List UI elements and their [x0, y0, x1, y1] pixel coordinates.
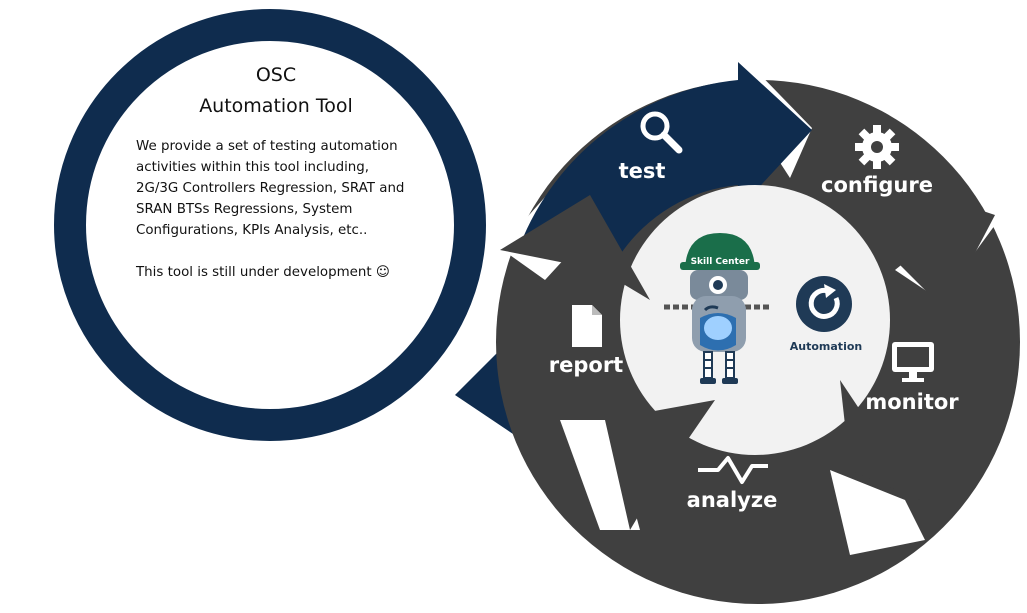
- panel-title-line2: Automation Tool: [199, 95, 353, 117]
- description-panel: OSC Automation Tool We provide a set of …: [136, 60, 436, 283]
- refresh-icon: [796, 276, 852, 332]
- cycle-step-label-analyze: analyze: [687, 488, 778, 512]
- configure-arrowhead: [900, 200, 995, 310]
- hub-automation-label: Automation: [790, 340, 862, 353]
- dev-note-text: This tool is still under development: [136, 265, 372, 280]
- smiley-icon: ☺: [375, 265, 390, 280]
- report-arrowhead: [500, 195, 650, 300]
- monitor-arrowhead: [840, 380, 920, 500]
- pulse-line-icon: [698, 456, 768, 484]
- magnifier-ring: [54, 9, 486, 441]
- robot-mascot: Skill Center: [664, 233, 772, 384]
- magnifier-icon: [640, 111, 683, 154]
- cycle-step-label-test: test: [619, 159, 666, 183]
- panel-dev-note: This tool is still under development ☺: [136, 262, 436, 283]
- cycle-step-label-configure: configure: [821, 173, 933, 197]
- robot-helmet-text: Skill Center: [691, 257, 750, 267]
- analyze-arrowhead: [605, 400, 715, 530]
- panel-title-line1: OSC: [255, 64, 297, 86]
- robot-helmet: [685, 233, 755, 270]
- gear-icon: [855, 125, 899, 169]
- cycle-step-label-monitor: monitor: [865, 390, 959, 414]
- document-icon: [572, 305, 602, 347]
- panel-description: We provide a set of testing automation a…: [136, 139, 405, 238]
- monitor-icon: [892, 342, 934, 382]
- cycle-step-label-report: report: [549, 353, 623, 377]
- automation-hub: [620, 185, 890, 455]
